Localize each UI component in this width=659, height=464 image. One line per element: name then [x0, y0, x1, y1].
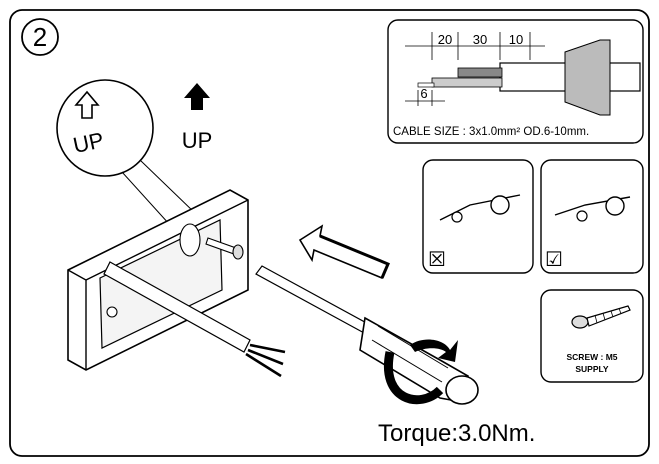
up-magnifier-detail: UP — [56, 79, 197, 226]
up-detail-label: UP — [71, 127, 106, 158]
stripped-conductor — [417, 82, 435, 88]
cable-with-wires — [103, 261, 286, 378]
mounting-screw — [205, 237, 244, 260]
up-indicator: UP — [182, 83, 213, 153]
screw-panel: SCREW : M5 SUPPLY — [540, 289, 644, 383]
cable-wire-1 — [457, 67, 503, 78]
wrong-example-panel: ☒ — [422, 159, 534, 274]
screw-label-line1: SCREW : M5 — [567, 352, 618, 362]
rotate-direction-arrow — [383, 339, 458, 405]
cable-detail-panel: 20 30 10 6 CABLE SIZE : 3x1.0mm² OD.6-10… — [387, 19, 644, 144]
insert-direction-arrow — [298, 224, 390, 280]
right-mark-icon: ☑ — [545, 249, 563, 271]
wrong-mark-icon: ☒ — [428, 249, 446, 271]
step-number-badge: 2 — [21, 18, 59, 56]
screwdriver — [255, 265, 479, 405]
screw-icon — [571, 305, 631, 329]
screw-label-line2: SUPPLY — [575, 364, 609, 374]
dimension-30: 30 — [473, 32, 487, 47]
cable-size-text: CABLE SIZE : 3x1.0mm² OD.6-10mm. — [393, 126, 589, 138]
step-number: 2 — [33, 22, 47, 52]
up-arrow-solid-icon — [184, 83, 210, 110]
up-indicator-label: UP — [182, 128, 213, 153]
dimension-20: 20 — [438, 32, 452, 47]
outer-frame — [9, 9, 650, 457]
enclosure-box — [67, 189, 249, 371]
torque-text: Torque:3.0Nm. — [378, 420, 535, 447]
dimension-6: 6 — [420, 86, 427, 101]
dimension-10: 10 — [509, 32, 523, 47]
cable-wire-2 — [431, 77, 503, 88]
cable-gland — [564, 39, 611, 116]
up-arrow-outline-icon — [74, 90, 100, 119]
right-example-panel: ☑ — [540, 159, 644, 274]
